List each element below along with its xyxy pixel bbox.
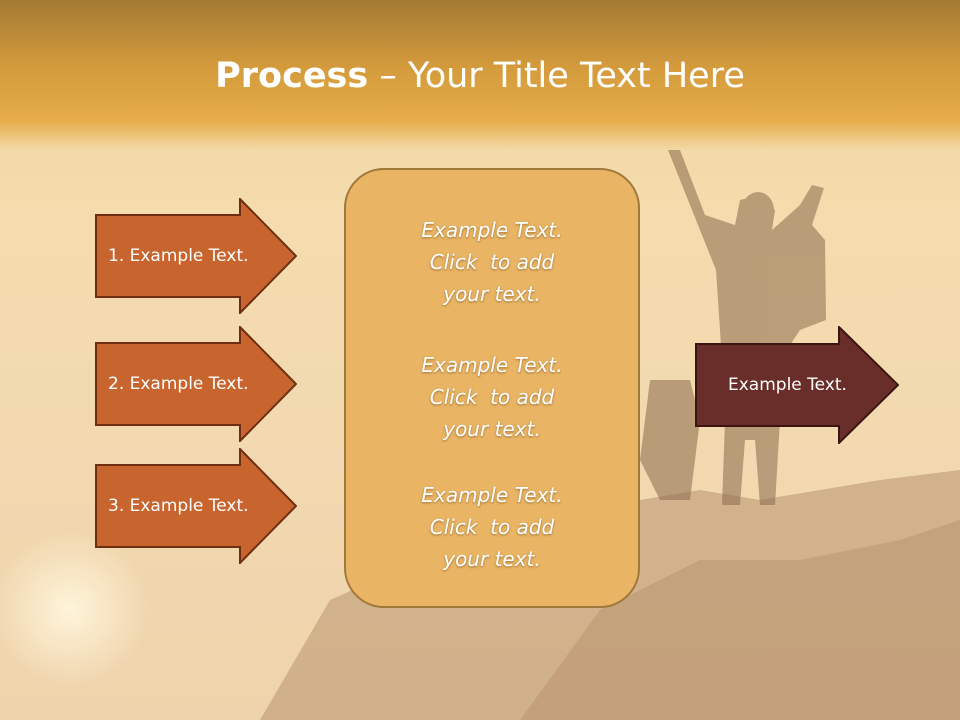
- arrow-shape: [95, 198, 297, 314]
- center-text-block-3[interactable]: Example Text. Click to add your text.: [346, 479, 638, 575]
- block-line: Example Text.: [421, 353, 563, 377]
- step-arrow-2[interactable]: 2. Example Text.: [95, 326, 297, 442]
- mountain-foreground: [520, 520, 960, 720]
- block-line: Click to add: [429, 250, 555, 274]
- block-line: your text.: [443, 547, 541, 571]
- block-line: Click to add: [429, 515, 555, 539]
- title-bar: [0, 0, 960, 150]
- slide-title[interactable]: Process – Your Title Text Here: [0, 52, 960, 100]
- arrow-shape: [95, 448, 297, 564]
- step-arrow-label: 1. Example Text.: [108, 246, 249, 266]
- block-line: Example Text.: [421, 218, 563, 242]
- center-text-box[interactable]: Example Text. Click to add your text. Ex…: [344, 168, 640, 608]
- center-text-block-1[interactable]: Example Text. Click to add your text.: [346, 214, 638, 310]
- step-arrow-3[interactable]: 3. Example Text.: [95, 448, 297, 564]
- step-arrow-label: 2. Example Text.: [108, 374, 249, 394]
- block-line: your text.: [443, 417, 541, 441]
- block-line: Click to add: [429, 385, 555, 409]
- arrow-shape: [695, 326, 899, 444]
- result-arrow-label: Example Text.: [728, 375, 847, 395]
- hiker-figure: [640, 150, 826, 505]
- result-arrow[interactable]: Example Text.: [695, 326, 899, 444]
- arrow-shape: [95, 326, 297, 442]
- center-text-block-2[interactable]: Example Text. Click to add your text.: [346, 349, 638, 445]
- title-rest: – Your Title Text Here: [368, 56, 745, 96]
- block-line: Example Text.: [421, 483, 563, 507]
- step-arrow-1[interactable]: 1. Example Text.: [95, 198, 297, 314]
- step-arrow-label: 3. Example Text.: [108, 496, 249, 516]
- sun-glow: [0, 530, 150, 690]
- title-bold: Process: [215, 56, 369, 96]
- block-line: your text.: [443, 282, 541, 306]
